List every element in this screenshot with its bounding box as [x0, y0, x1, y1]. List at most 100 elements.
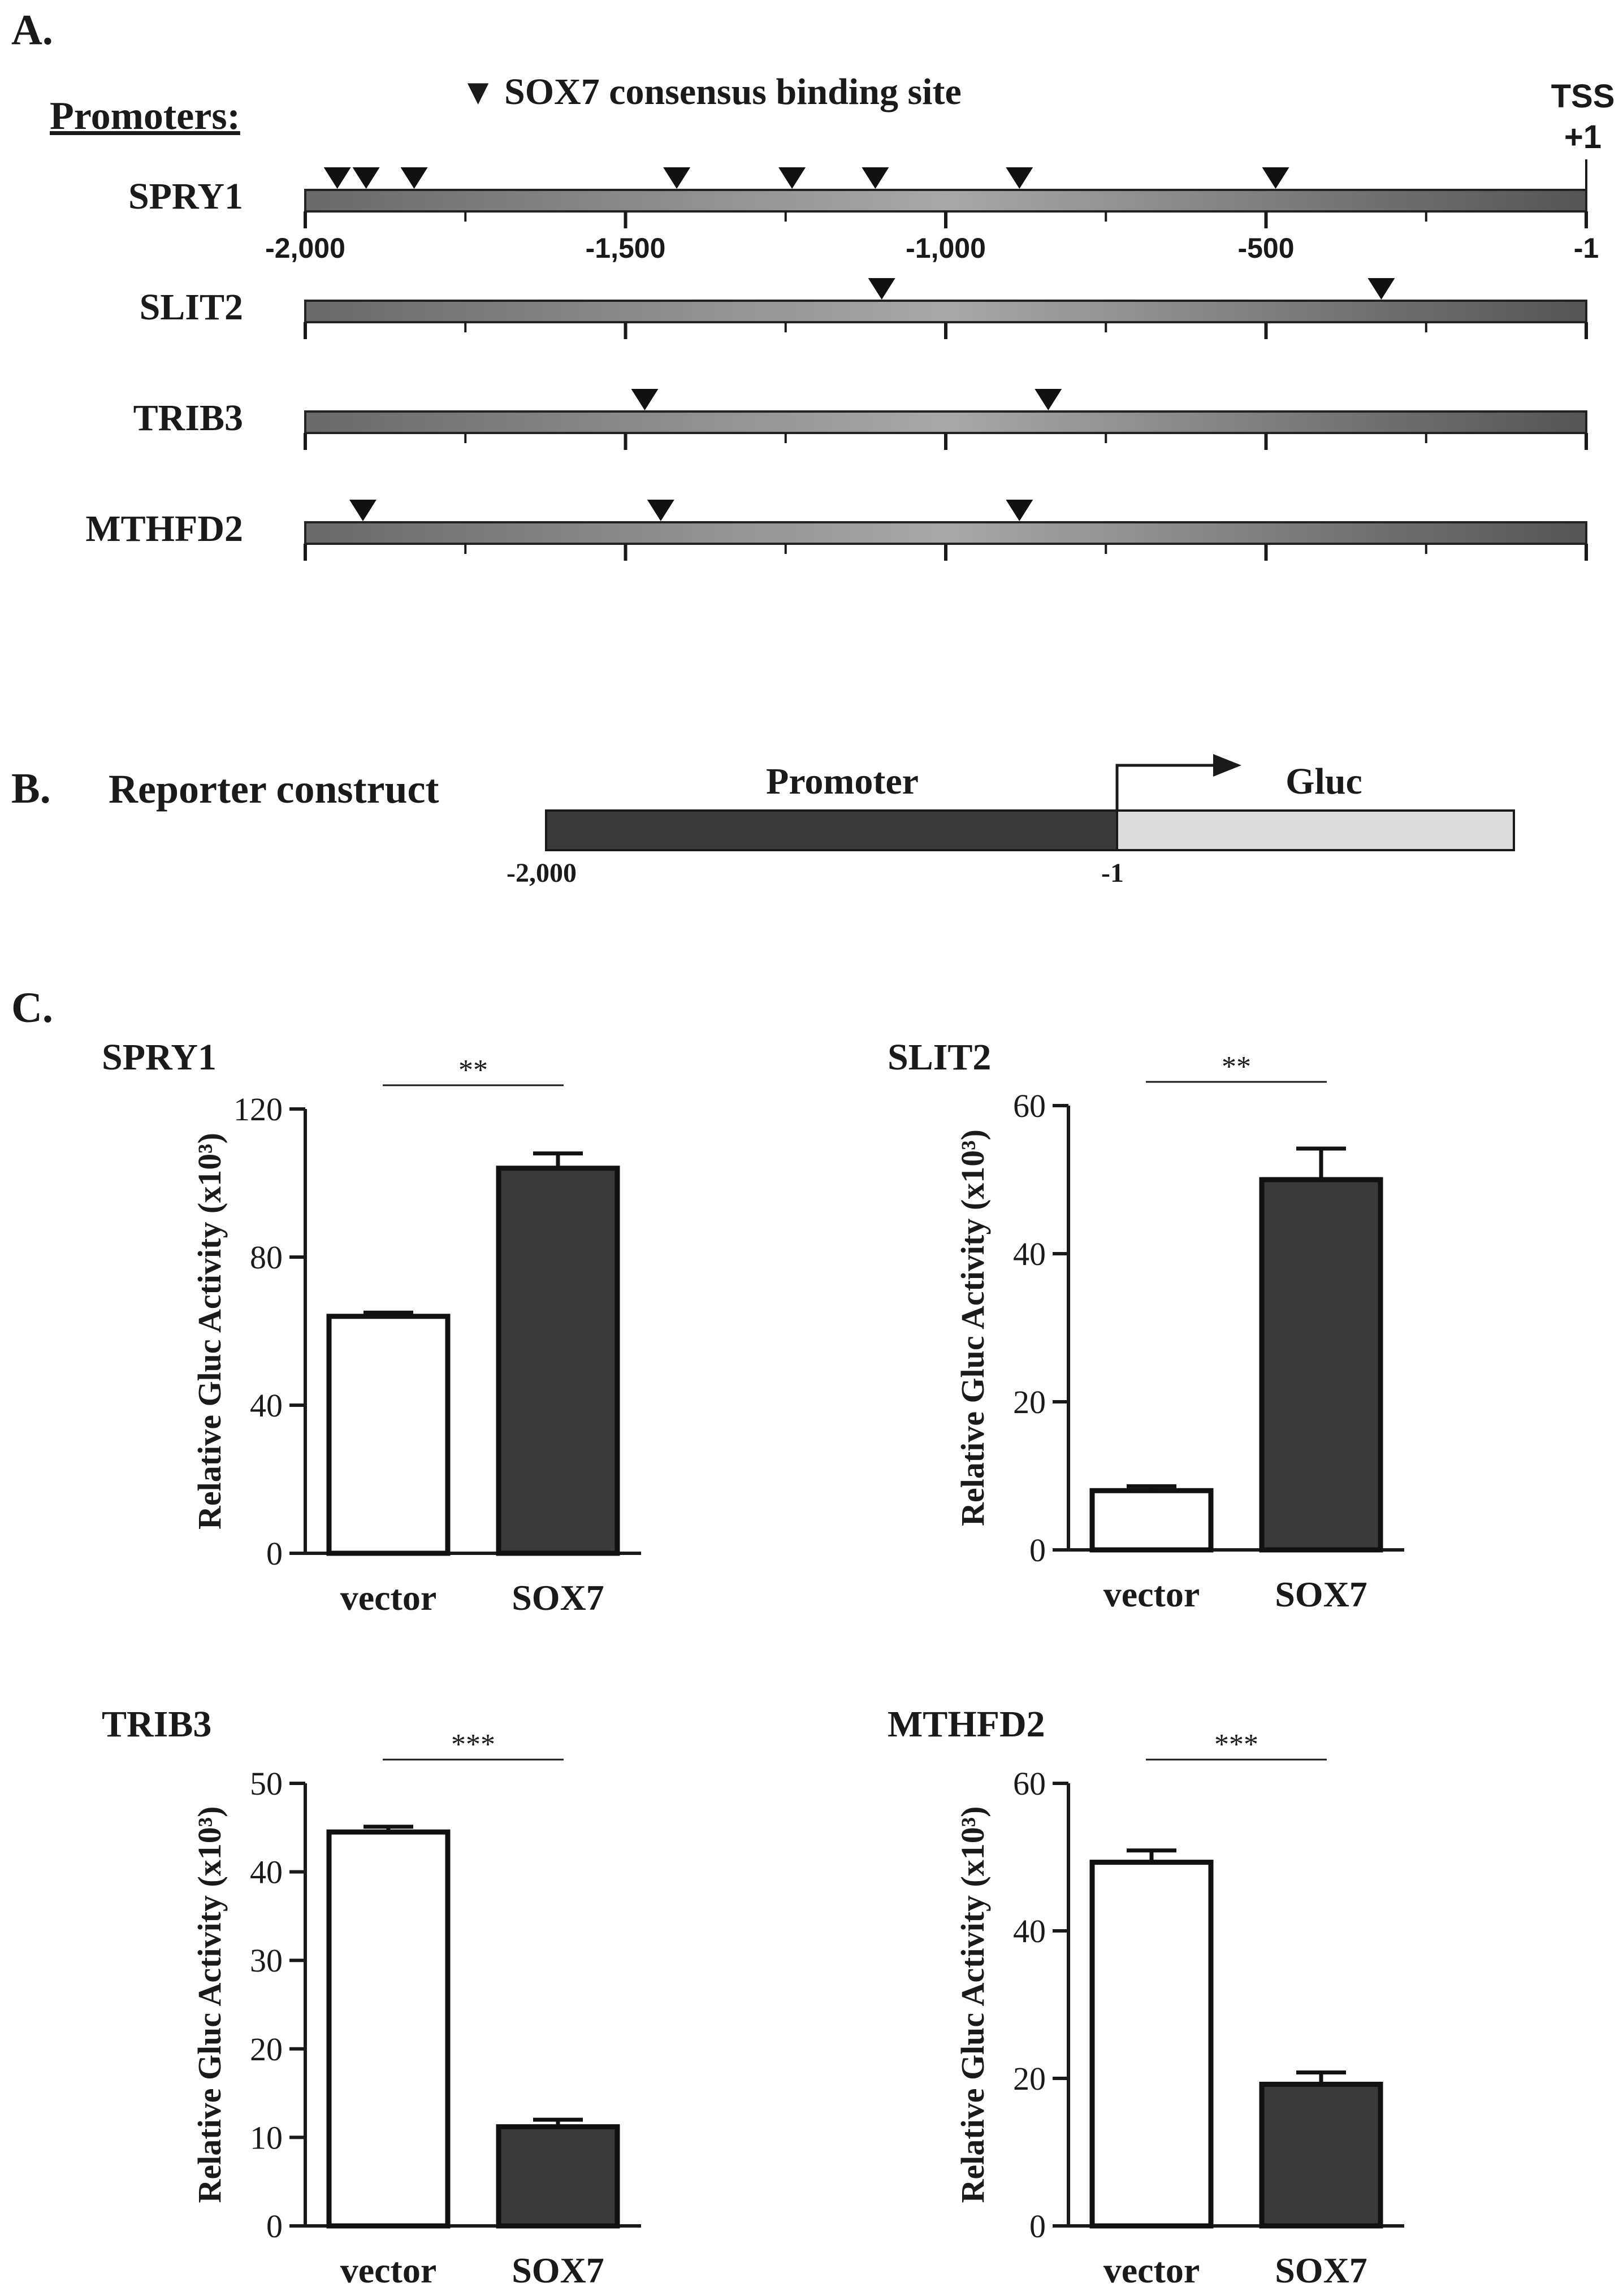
y-tick-label: 80 — [250, 1239, 283, 1276]
y-tick-label: 50 — [250, 1765, 283, 1802]
y-tick-label: 120 — [233, 1091, 283, 1128]
chart-title: SPRY1 — [102, 1037, 217, 1078]
chart-title: SLIT2 — [888, 1037, 991, 1078]
track-label-spry1: SPRY1 — [128, 176, 243, 217]
panel-c-label: C. — [11, 984, 53, 1032]
x-tick-label: SOX7 — [512, 2250, 604, 2290]
binding-site-marker-icon — [400, 167, 428, 189]
y-tick-label: 40 — [250, 1387, 283, 1424]
panel-b: B. Reporter construct Promoter Gluc -2,0… — [11, 754, 1515, 888]
y-tick-label: 0 — [266, 2208, 283, 2245]
transcription-start-arrow — [1115, 764, 1215, 811]
binding-site-marker-icon — [663, 167, 691, 189]
promoter-bar-spry1 — [304, 189, 1587, 213]
chart-title: MTHFD2 — [888, 1704, 1045, 1745]
legend-marker-icon: ▼ — [460, 72, 496, 112]
binding-site-marker-icon — [1367, 278, 1395, 300]
y-tick-label: 30 — [250, 1942, 283, 1979]
axis-tick-label: -500 — [1237, 232, 1294, 264]
panel-b-label: B. — [11, 765, 51, 812]
significance-stars: *** — [451, 1729, 495, 1761]
y-tick-label: 10 — [250, 2119, 283, 2156]
x-tick-label: SOX7 — [512, 1578, 604, 1618]
y-tick-label: 20 — [250, 2031, 283, 2068]
bar-vector — [1089, 1860, 1214, 2229]
y-tick-label: 60 — [1013, 1765, 1046, 1802]
bar-sox7 — [1259, 1177, 1383, 1553]
binding-site-marker-icon — [352, 167, 380, 189]
x-tick-label: SOX7 — [1275, 1574, 1367, 1614]
y-tick-label: 0 — [266, 1535, 283, 1572]
binding-site-marker-icon — [778, 167, 806, 189]
binding-site-marker-icon — [1035, 389, 1062, 410]
binding-site-marker-icon — [868, 278, 895, 300]
bar-vector — [326, 1314, 451, 1556]
bar-vector — [1089, 1488, 1214, 1553]
track-label-mthfd2: MTHFD2 — [85, 508, 243, 549]
reporter-construct-title: Reporter construct — [109, 766, 439, 812]
y-tick-label: 60 — [1013, 1088, 1046, 1124]
bar-sox7 — [1259, 2081, 1383, 2229]
gluc-region — [1116, 809, 1515, 851]
promoter-tracks: SPRY1 -2,000 -1,500 -1,000 -500 -1SLIT2TRIB3M… — [85, 167, 1599, 561]
significance-stars: ** — [458, 1054, 488, 1086]
bar-sox7 — [496, 1166, 620, 1556]
y-tick-label: 20 — [1013, 2060, 1046, 2097]
binding-site-marker-icon — [349, 500, 376, 521]
panel-a: A. Promoters: ▼ SOX7 consensus binding s… — [11, 6, 1615, 561]
promoter-bar-slit2 — [304, 300, 1587, 323]
axis-tick-label: -1,500 — [586, 232, 666, 264]
tss-position: +1 — [1564, 119, 1602, 155]
binding-site-marker-icon — [323, 167, 351, 189]
significance-stars: ** — [1222, 1051, 1251, 1083]
x-tick-label: vector — [340, 1578, 437, 1618]
track-label-trib3: TRIB3 — [133, 397, 243, 439]
axis-tick-label: -2,000 — [265, 232, 345, 264]
binding-site-marker-icon — [1006, 500, 1033, 521]
panel-a-label: A. — [11, 6, 53, 54]
promoter-label: Promoter — [766, 761, 919, 802]
y-tick-label: 0 — [1029, 2208, 1046, 2245]
y-axis-label: Relative Gluc Activity (x10³) — [191, 1807, 228, 2203]
chart-title: TRIB3 — [102, 1704, 211, 1745]
track-label-slit2: SLIT2 — [140, 287, 243, 328]
x-tick-label: vector — [1103, 2250, 1200, 2290]
promoters-heading: Promoters: — [50, 94, 240, 138]
x-tick-label: SOX7 — [1275, 2250, 1367, 2290]
bar-vector — [326, 1829, 451, 2229]
arrow-head-icon — [1213, 754, 1241, 777]
tss-label: TSS — [1551, 78, 1615, 115]
y-tick-label: 40 — [1013, 1236, 1046, 1272]
promoter-bar-trib3 — [304, 410, 1587, 434]
legend-text: SOX7 consensus binding site — [504, 71, 962, 112]
binding-site-marker-icon — [631, 389, 659, 410]
construct-right-tick: -1 — [1101, 858, 1124, 888]
binding-site-marker-icon — [1006, 167, 1033, 189]
y-tick-label: 0 — [1029, 1532, 1046, 1569]
y-axis-label: Relative Gluc Activity (x10³) — [191, 1133, 228, 1530]
promoter-bar-mthfd2 — [304, 521, 1587, 545]
significance-stars: *** — [1214, 1729, 1258, 1761]
y-axis-label: Relative Gluc Activity (x10³) — [954, 1807, 991, 2203]
y-axis-label: Relative Gluc Activity (x10³) — [954, 1129, 991, 1526]
gluc-label: Gluc — [1286, 761, 1362, 802]
binding-site-marker-icon — [862, 167, 889, 189]
bar-sox7 — [496, 2124, 620, 2229]
axis-tick-label: -1,000 — [906, 232, 986, 264]
x-tick-label: vector — [340, 2250, 437, 2290]
axis-tick-label: -1 — [1574, 232, 1599, 264]
binding-site-marker-icon — [1262, 167, 1289, 189]
binding-site-marker-icon — [647, 500, 674, 521]
y-tick-label: 40 — [250, 1854, 283, 1891]
y-tick-label: 40 — [1013, 1913, 1046, 1950]
x-tick-label: vector — [1103, 1574, 1200, 1614]
y-tick-label: 20 — [1013, 1384, 1046, 1420]
promoter-region — [545, 809, 1118, 851]
